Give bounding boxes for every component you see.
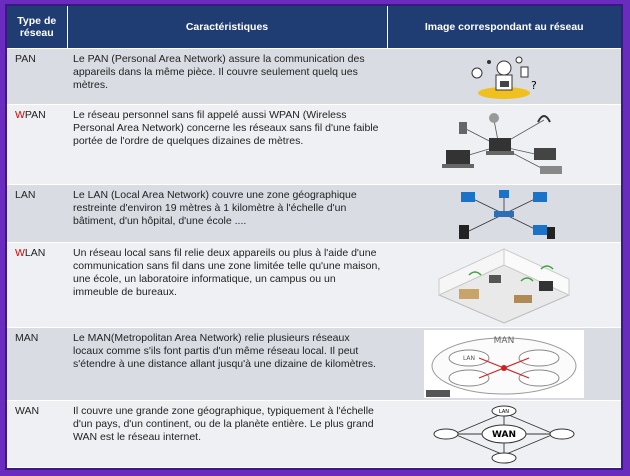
network-types-table-frame: Type de réseau Caractéristiques Image co… (5, 4, 623, 470)
table-row: LAN Le LAN (Local Area Network) couvre u… (7, 184, 621, 243)
table-row: WPAN Le réseau personnel sans fil appelé… (7, 104, 621, 185)
header-characteristics: Caractéristiques (67, 6, 388, 49)
wan-node-label: LAN (499, 409, 509, 415)
pan-illustration: ? (471, 56, 537, 99)
table-row: WLAN Un réseau local sans fil relie deux… (7, 242, 621, 328)
lan-illustration (459, 189, 555, 239)
man-diagram: MAN LAN (424, 330, 584, 398)
table-row: WAN Il couvre une grande zone géographiq… (7, 400, 621, 467)
row-type: WLAN (7, 242, 67, 328)
table-row: PAN Le PAN (Personal Area Network) assur… (7, 48, 621, 105)
row-type: WPAN (7, 104, 67, 185)
row-image: MAN LAN (387, 327, 621, 401)
row-description: Le LAN (Local Area Network) couvre une z… (67, 184, 387, 243)
row-description: Le réseau personnel sans fil appelé auss… (67, 104, 387, 185)
row-description: Il couvre une grande zone géographique, … (67, 400, 387, 467)
row-description: Un réseau local sans fil relie deux appa… (67, 242, 387, 328)
table-header-row: Type de réseau Caractéristiques Image co… (7, 6, 621, 49)
man-title: MAN (494, 336, 515, 346)
wpan-illustration (442, 112, 562, 174)
row-image (387, 184, 621, 243)
row-image (387, 104, 621, 185)
row-description: Le PAN (Personal Area Network) assure la… (67, 48, 387, 105)
svg-text:?: ? (531, 79, 537, 92)
network-types-table: Type de réseau Caractéristiques Image co… (7, 6, 621, 467)
wan-center-label: WAN (492, 430, 516, 440)
header-image: Image correspondant au réseau (387, 6, 621, 49)
row-description: Le MAN(Metropolitan Area Network) relie … (67, 327, 387, 401)
row-image (387, 242, 621, 328)
row-type: LAN (7, 184, 67, 243)
row-type: WAN (7, 400, 67, 467)
row-image: WAN LAN (387, 400, 621, 467)
table-row: MAN Le MAN(Metropolitan Area Network) re… (7, 327, 621, 401)
row-image: ? (387, 48, 621, 105)
man-lan-label: LAN (463, 355, 475, 362)
row-type: MAN (7, 327, 67, 401)
wan-diagram: WAN LAN (433, 405, 575, 464)
header-type: Type de réseau (7, 6, 68, 49)
wlan-illustration (437, 248, 571, 324)
row-type: PAN (7, 48, 67, 105)
